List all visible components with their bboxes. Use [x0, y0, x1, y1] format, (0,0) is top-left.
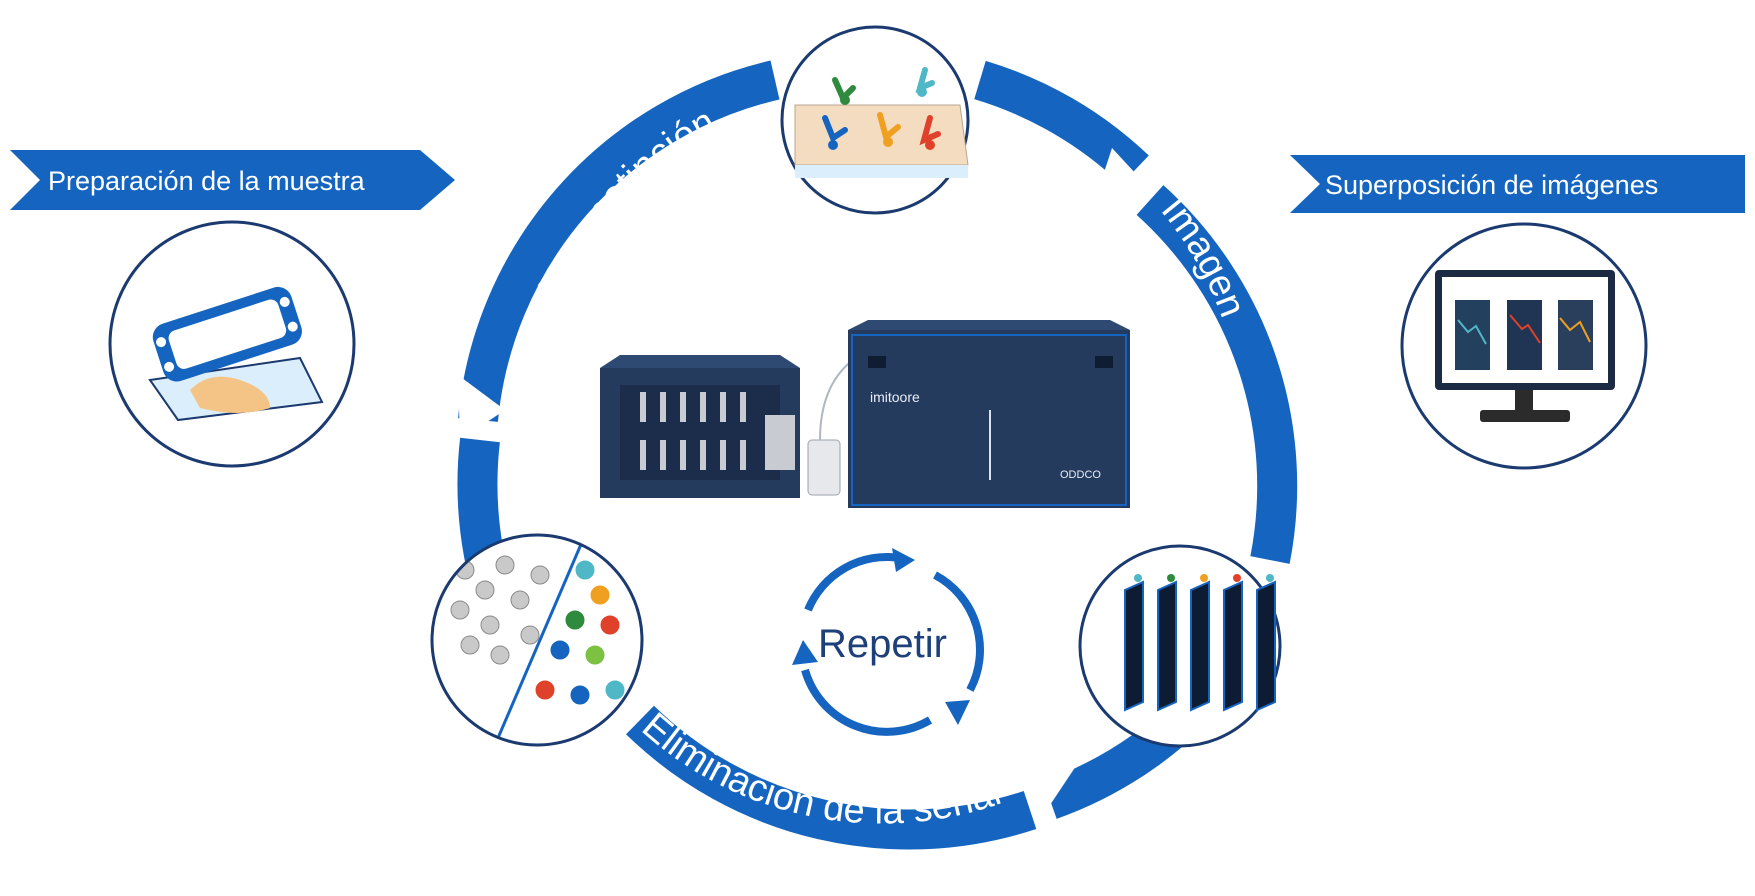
banner-sample-prep: Preparación de la muestra — [10, 150, 455, 210]
slide-preparation-icon — [108, 220, 356, 468]
monitor-overlay-icon — [1400, 222, 1648, 470]
repeat-label: Repetir — [818, 622, 947, 666]
instrument-icon: imitoore ODDCO — [600, 320, 1130, 508]
banner-image-overlay-text: Superposición de imágenes — [1325, 170, 1658, 200]
banner-sample-prep-text: Preparación de la muestra — [48, 166, 366, 196]
cell-segmentation-icon — [430, 533, 644, 747]
label-signal-removal: Eliminación de la señal — [634, 705, 1006, 833]
repeat-cycle-icon: Repetir — [792, 548, 984, 736]
instrument-brand: imitoore — [870, 389, 920, 405]
image-stack-icon — [1078, 544, 1282, 748]
label-imaging: Imagen — [1153, 189, 1253, 323]
antibody-staining-icon — [780, 25, 970, 215]
instrument-logo: ODDCO — [1060, 469, 1101, 481]
banner-image-overlay: Superposición de imágenes — [1290, 155, 1745, 213]
